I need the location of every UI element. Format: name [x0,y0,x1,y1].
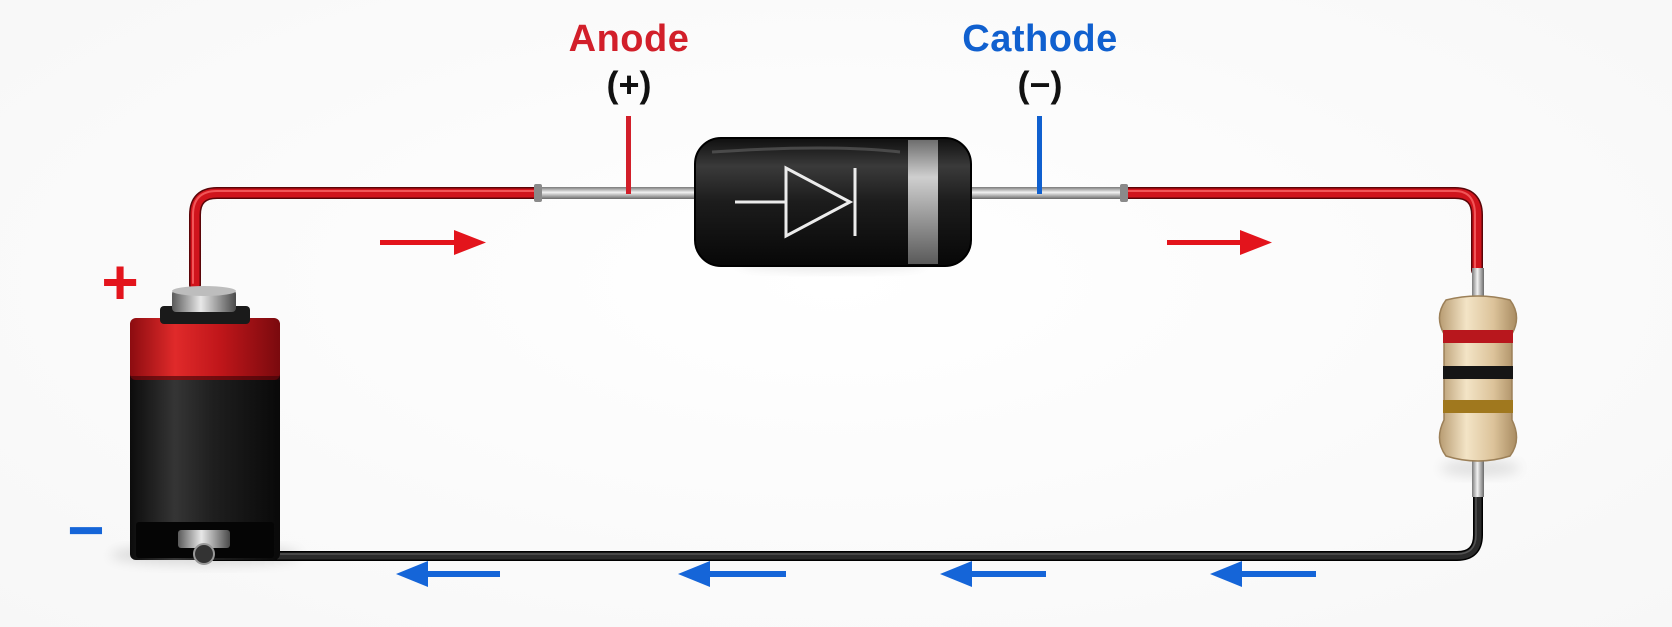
resistor [1438,268,1518,497]
anode-polarity: (+) [606,64,652,105]
cathode-band [908,140,938,264]
diode-sheen [711,146,901,154]
anode-lead-crimp [534,184,542,202]
battery-positive-sign: + [101,246,139,318]
anode-leader-line [626,116,631,194]
return-wire [204,491,1482,560]
diode [694,137,972,267]
forward-arrows [380,230,1272,255]
anode-label: Anode [568,18,690,60]
diode-body [695,138,971,266]
arrow-left-icon [940,561,1046,587]
arrow-left-icon [396,561,500,587]
battery-terminal-top [172,286,236,296]
diode-outline [694,137,972,267]
battery-cap-seam [130,376,280,380]
cathode-lead-crimp [1120,184,1128,202]
battery-negative-sign: − [67,494,105,566]
resistor-band-gold [1443,400,1513,413]
positive-wire [190,188,545,290]
cathode-wire-shadow [1116,187,1483,276]
battery-negative-contact [193,543,215,565]
anode-lead [540,187,695,199]
resistor-band-red [1443,330,1513,343]
return-wire-highlight [208,495,1477,555]
positive-wire-shadow [189,187,546,291]
arrow-left-icon [678,561,786,587]
cathode-label: Cathode [962,18,1118,60]
cathode-wire [1117,188,1482,275]
arrow-left-icon [1210,561,1316,587]
return-wire-outline [203,490,1483,561]
return-arrows [396,561,1316,587]
battery-red-cap [130,318,280,380]
cathode-lead [968,187,1124,199]
resistor-bottom-lead [1472,455,1484,497]
positive-wire-highlight [192,190,541,284]
battery [130,286,280,565]
battery-negative-terminal [178,530,230,548]
battery-positive-terminal [172,290,236,312]
arrow-right-icon [1167,230,1272,255]
cathode-wire-highlight [1121,190,1476,269]
diode-symbol-icon [735,165,857,239]
cathode-leader-line [1037,116,1042,194]
cathode-polarity: (−) [1017,64,1063,105]
arrow-right-icon [380,230,486,255]
resistor-band-black [1443,366,1513,379]
